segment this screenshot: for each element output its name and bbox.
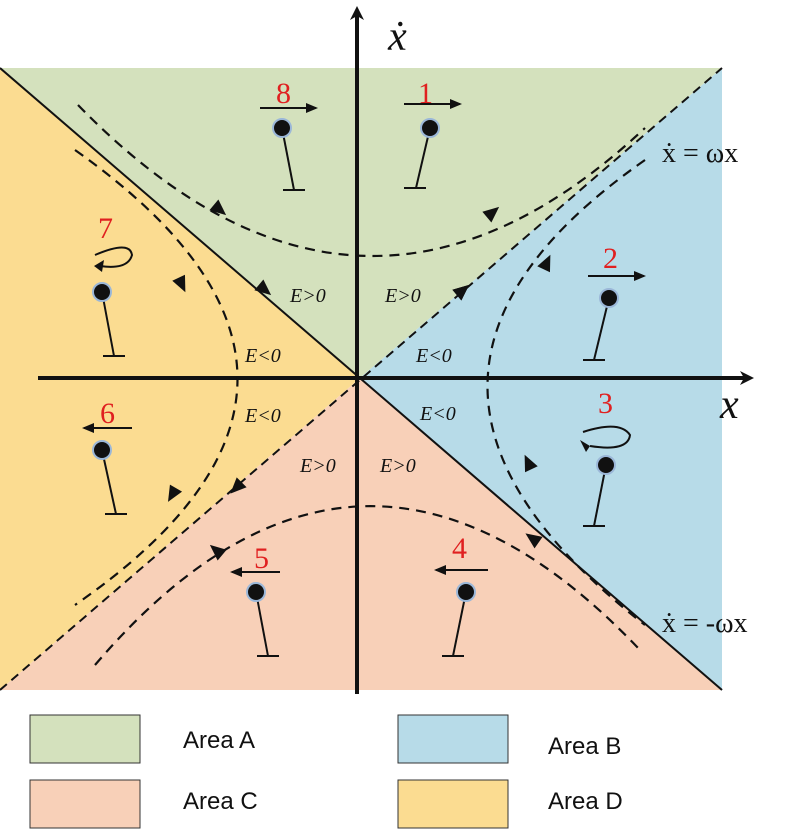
legend-label-area-d: Area D	[548, 788, 623, 815]
flow-arrowhead	[482, 206, 500, 223]
rotation-arrow-icon	[582, 425, 632, 449]
pendulum-number-3: 3	[598, 387, 613, 420]
flow-arrowhead	[525, 533, 543, 549]
flow-arrowhead	[209, 199, 227, 216]
pendulum-number-7: 7	[98, 212, 113, 245]
pendulum-bob-icon	[599, 288, 619, 308]
pendulum-7	[92, 246, 134, 357]
equation-upper: ẋ = ωx	[662, 138, 738, 169]
energy-label: E<0	[415, 345, 452, 367]
pendulum-3	[580, 425, 632, 527]
legend: Area A Area B Area C Area D	[29, 714, 623, 829]
energy-label: E>0	[379, 455, 416, 477]
pendulum-8	[260, 103, 318, 191]
flow-arrowhead	[254, 279, 272, 296]
energy-label: E<0	[244, 345, 281, 367]
separatrix-positive	[0, 67, 723, 691]
y-axis-label: ẋ	[387, 14, 407, 60]
flow-arrowhead	[230, 477, 247, 494]
flow-arrowhead	[209, 544, 227, 561]
pendulum-number-2: 2	[603, 242, 618, 275]
flow-arrowhead	[524, 454, 538, 473]
legend-swatch-area-b	[397, 714, 509, 764]
pendulum-bob-icon	[596, 455, 616, 475]
trajectory-top	[77, 104, 646, 258]
energy-label: E<0	[244, 405, 281, 427]
pendulum-number-5: 5	[254, 542, 269, 575]
legend-label-area-b: Area B	[548, 733, 621, 760]
flow-arrowhead	[452, 284, 470, 301]
legend-swatch-area-c	[29, 779, 141, 829]
energy-label: E>0	[299, 455, 336, 477]
legend-swatch-area-a	[29, 714, 141, 764]
trajectory-left	[74, 149, 239, 606]
flow-arrowhead	[168, 484, 183, 502]
energy-label: E>0	[289, 285, 326, 307]
trajectory-bottom	[94, 505, 641, 666]
pendulum-bob-icon	[92, 282, 112, 302]
x-axis-label: x	[719, 382, 739, 428]
pendulum-2	[583, 271, 646, 361]
energy-label: E>0	[384, 285, 421, 307]
pendulum-1	[404, 99, 462, 189]
pendulum-number-8: 8	[276, 77, 291, 110]
legend-swatch-area-d	[397, 779, 509, 829]
pendulum-bob-icon	[456, 582, 476, 602]
legend-label-area-c: Area C	[183, 788, 258, 815]
trajectory-right	[486, 159, 646, 626]
pendulum-6	[82, 423, 132, 515]
pendulum-bob-icon	[92, 440, 112, 460]
flow-arrowhead	[537, 254, 551, 273]
area-a-region	[0, 68, 722, 378]
pendulum-number-4: 4	[452, 532, 467, 565]
legend-label-area-a: Area A	[183, 727, 255, 754]
area-c-region	[0, 378, 722, 690]
pendulum-4	[434, 565, 488, 657]
flow-arrowhead	[172, 274, 186, 293]
pendulum-bob-icon	[272, 118, 292, 138]
energy-label: E<0	[419, 403, 456, 425]
pendulum-bob-icon	[246, 582, 266, 602]
pendulum-number-6: 6	[100, 397, 115, 430]
pendulum-number-1: 1	[418, 77, 433, 110]
pendulum-bob-icon	[420, 118, 440, 138]
pendulum-5	[230, 567, 280, 657]
equation-lower: ẋ = -ωx	[662, 608, 748, 639]
rotation-arrow-icon	[94, 246, 134, 268]
